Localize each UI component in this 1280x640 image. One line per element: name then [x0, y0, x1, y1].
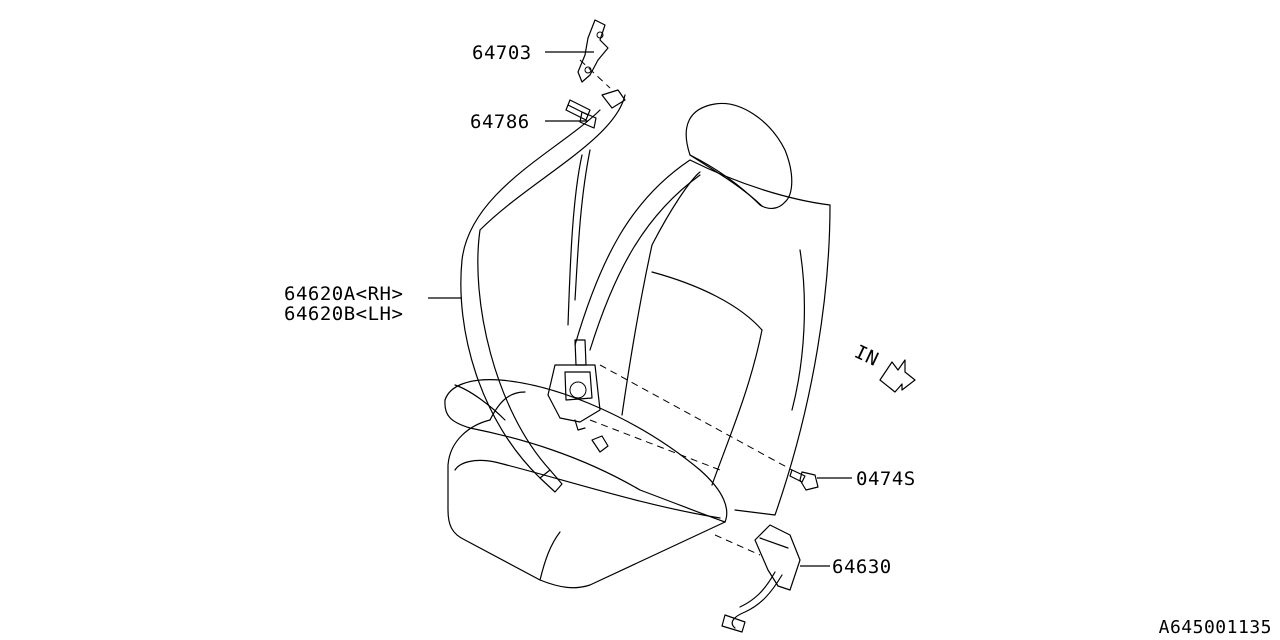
in-direction-label: IN [851, 341, 882, 371]
part-label-64620b: 64620B<LH> [284, 303, 403, 325]
part-label-0474s: 0474S [856, 468, 916, 490]
diagram-reference-code: A645001135 [1159, 617, 1272, 638]
seat-back [574, 159, 831, 516]
leader-lines [428, 51, 852, 567]
anchor-bolt [565, 89, 626, 129]
mounting-bolt [789, 469, 819, 491]
belt-webbing [454, 94, 626, 493]
seat-belt-buckle [721, 524, 801, 633]
headrest [685, 102, 793, 209]
in-direction-arrow [879, 359, 916, 393]
part-label-64630: 64630 [832, 556, 892, 578]
assembly-lines [579, 59, 793, 556]
belt-guide [591, 435, 609, 453]
part-label-64620a: 64620A<RH> [284, 283, 403, 305]
retractor [547, 339, 601, 431]
part-label-64703: 64703 [472, 42, 532, 64]
part-label-64786: 64786 [470, 111, 530, 133]
